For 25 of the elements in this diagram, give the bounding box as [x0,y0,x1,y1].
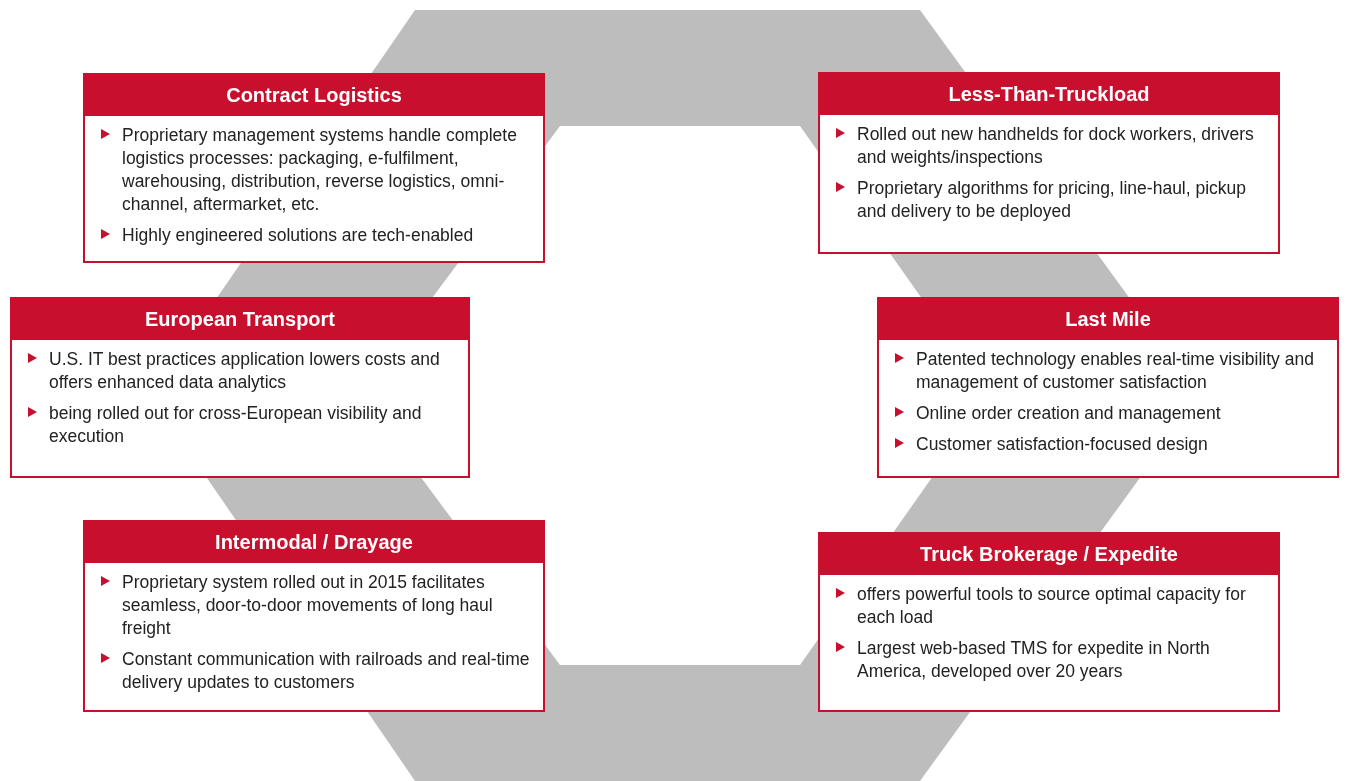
card-heading: Last Mile [879,299,1337,340]
segment-card [83,73,545,263]
bullet-text: Rolled out new handhelds for dock workers, drivers and weights/inspections [857,123,1255,169]
card-heading: European Transport [12,299,468,340]
bullet-text: Proprietary system rolled out in 2015 facilitates seamless, door-to-door movements of long haul freight [122,571,494,640]
card-heading: Intermodal / Drayage [85,522,543,563]
card-heading: Contract Logistics [85,75,543,116]
bullet-text: offers powerful tools to source optimal capacity for each load [857,583,1247,629]
bullet-text: Highly engineered solutions are tech-enabled [122,224,474,247]
bullet-text: U.S. IT best practices application lowers costs and offers enhanced data analytics [49,348,441,394]
card-heading: Truck Brokerage / Expedite [820,534,1278,575]
bullet-text: Constant communication with railroads and real-time delivery updates to customers [122,648,531,694]
card-heading: Less-Than-Truckload [820,74,1278,115]
segment-card [877,297,1339,478]
bullet-text: Patented technology enables real-time visibility and management of customer satisfaction [916,348,1315,394]
bullet-text: Online order creation and management [916,402,1221,425]
segment-card [83,520,545,712]
bullet-text: being rolled out for cross-European visibility and execution [49,402,423,448]
bullet-text: Customer satisfaction-focused design [916,433,1208,456]
bullet-text: Proprietary algorithms for pricing, line-haul, pickup and delivery to be deployed [857,177,1248,223]
bullet-text: Proprietary management systems handle complete logistics processes: packaging, e-fulfilment, warehousing, distribution, reverse logistics, omni-channel, aftermarket, etc. [122,124,518,216]
bullet-text: Largest web-based TMS for expedite in North America, developed over 20 years [857,637,1211,683]
segment-card [818,72,1280,254]
segment-card [818,532,1280,712]
segment-card [10,297,470,478]
